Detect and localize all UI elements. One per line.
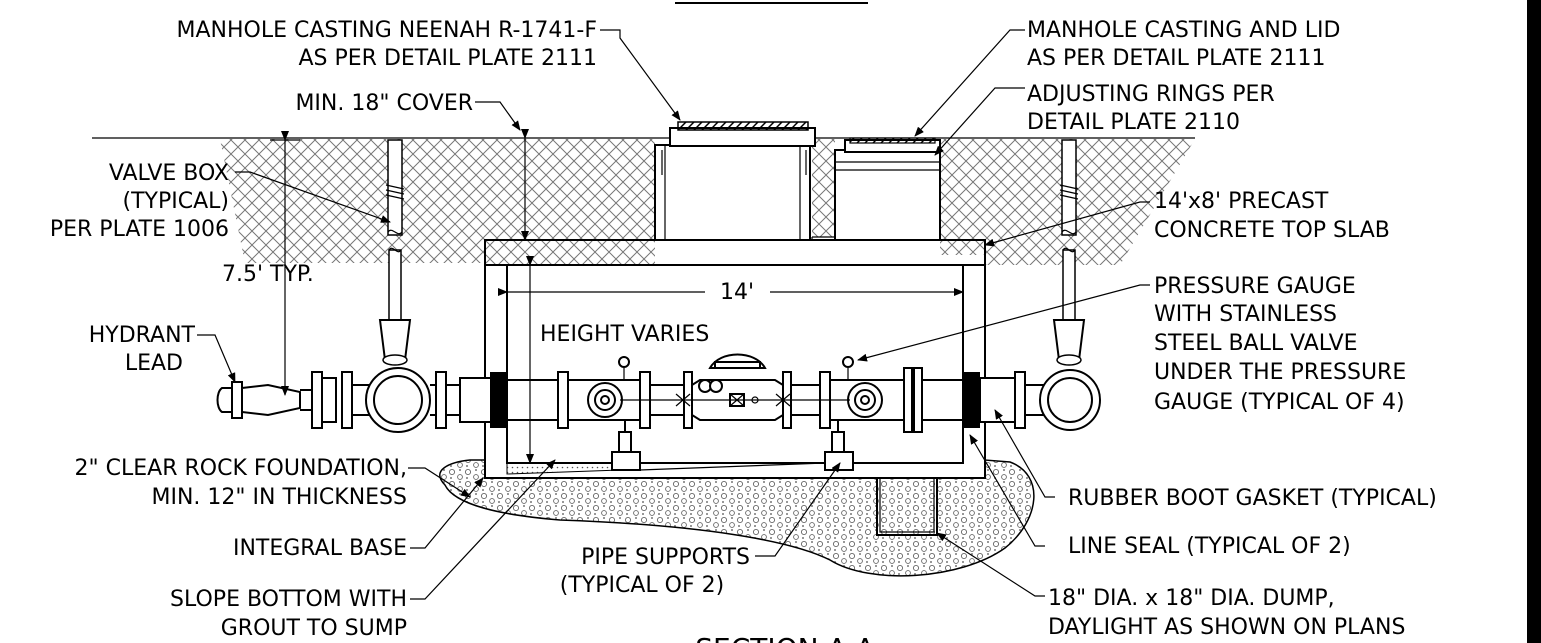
label-line-seal: LINE SEAL (TYPICAL OF 2) [1068,534,1351,559]
label-pressure-gauge-3: STEEL BALL VALVE [1154,331,1358,356]
section-title: SECTION A-A [695,632,874,643]
label-hydrant-lead-2: LEAD [125,351,183,376]
sheet-border [1527,0,1541,643]
label-hydrant-lead-1: HYDRANT [89,323,196,348]
label-typ-depth: 7.5' TYP. [222,262,314,287]
label-valve-box-1: VALVE BOX [109,161,229,186]
pipe-supports [611,420,854,471]
label-dump-1: 18" DIA. x 18" DIA. DUMP, [1048,586,1335,611]
label-integral-base: INTEGRAL BASE [233,536,407,561]
label-valve-box-3: PER PLATE 1006 [50,217,229,242]
leader-lines [197,29,1150,600]
callout-labels: MANHOLE CASTING NEENAH R-1741-F AS PER D… [50,18,1437,641]
pipe-assembly [216,353,1101,433]
label-clear-rock-2: MIN. 12" IN THICKNESS [151,485,407,510]
label-slope-bottom-1: SLOPE BOTTOM WITH [170,587,407,612]
label-adjusting-rings-2: DETAIL PLATE 2110 [1027,110,1240,135]
label-manhole-casting-lid-1: MANHOLE CASTING AND LID [1027,18,1340,43]
label-clear-rock-1: 2" CLEAR ROCK FOUNDATION, [75,456,407,481]
pressure-gauges [618,356,854,380]
label-rubber-boot: RUBBER BOOT GASKET (TYPICAL) [1068,486,1437,511]
sump [876,478,938,536]
label-valve-box-2: (TYPICAL) [123,189,229,214]
label-adjusting-rings-1: ADJUSTING RINGS PER [1027,82,1275,107]
dimensions [270,129,964,464]
label-manhole-casting-neenah-1: MANHOLE CASTING NEENAH R-1741-F [176,18,597,43]
label-slope-bottom-2: GROUT TO SUMP [221,616,407,641]
label-pipe-supports-1: PIPE SUPPORTS [581,545,750,570]
label-pipe-supports-2: (TYPICAL OF 2) [560,573,724,598]
soil-backfill [220,139,1195,265]
label-height-varies: HEIGHT VARIES [540,322,709,347]
label-dump-2: DAYLIGHT AS SHOWN ON PLANS [1048,615,1405,640]
right-manhole-riser [811,137,941,241]
label-pressure-gauge-2: WITH STAINLESS [1154,302,1337,327]
label-width-dim: 14' [720,280,754,305]
label-top-slab-2: CONCRETE TOP SLAB [1154,218,1390,243]
label-top-slab-1: 14'x8' PRECAST [1154,189,1329,214]
label-manhole-casting-lid-2: AS PER DETAIL PLATE 2111 [1027,46,1326,71]
label-pressure-gauge-1: PRESSURE GAUGE [1154,274,1356,299]
label-pressure-gauge-4: UNDER THE PRESSURE [1154,360,1406,385]
grout-slope [506,462,621,475]
label-pressure-gauge-5: GAUGE (TYPICAL OF 4) [1154,390,1405,415]
valve-box-left [378,139,412,366]
left-manhole-riser [654,121,816,241]
label-min-cover: MIN. 18" COVER [295,91,473,116]
label-manhole-casting-neenah-2: AS PER DETAIL PLATE 2111 [298,46,597,71]
